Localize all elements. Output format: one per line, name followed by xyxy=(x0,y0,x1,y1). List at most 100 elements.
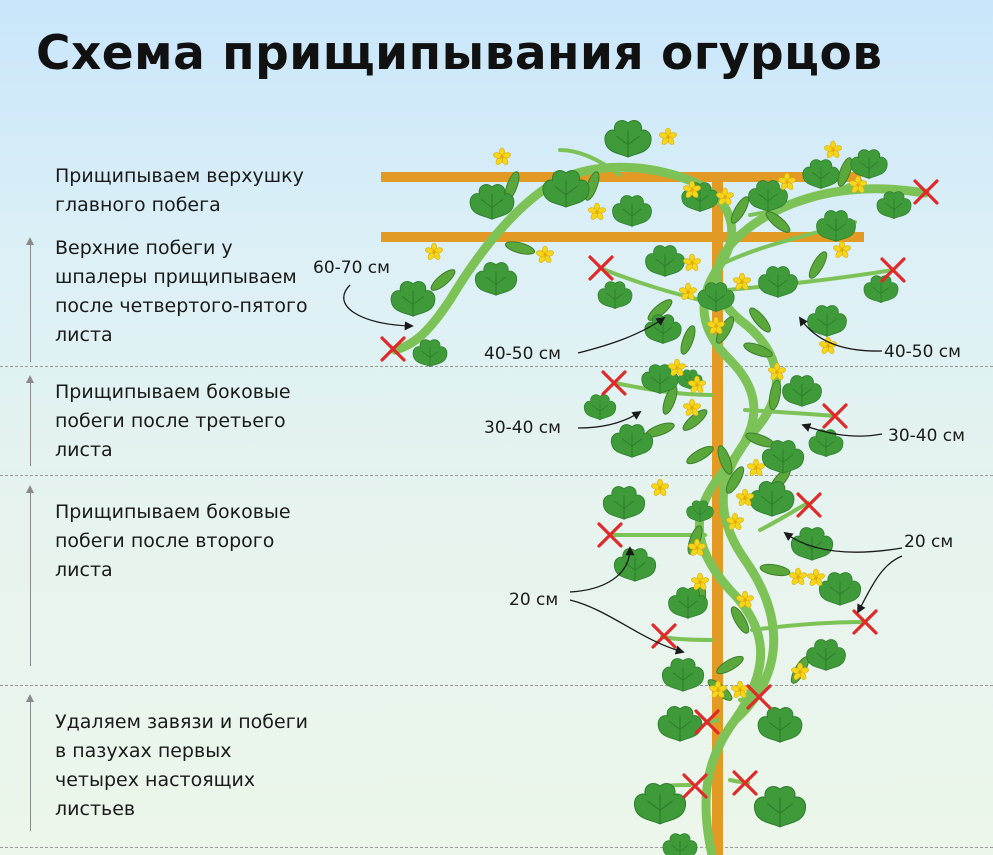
leaf-vein xyxy=(817,437,835,457)
step-line: главного побега xyxy=(55,194,221,216)
leaf-vein xyxy=(616,130,640,158)
callout-arrow-low-right-b xyxy=(857,555,903,614)
flower-icon xyxy=(683,253,701,271)
flower-icon xyxy=(651,478,669,496)
flower-center xyxy=(743,598,747,602)
leaf-icon xyxy=(633,783,687,825)
trellis xyxy=(381,172,864,855)
pinch-cross-icon xyxy=(601,370,627,396)
cucumber-icon xyxy=(686,445,714,465)
pinch-cross-icon xyxy=(880,257,906,283)
leaf-vein xyxy=(668,715,692,742)
leaf-icon xyxy=(661,658,705,692)
leaf-icon xyxy=(597,281,633,309)
leaf-icon xyxy=(390,281,436,317)
leaf-icon xyxy=(818,572,862,606)
flower-center xyxy=(595,210,599,214)
up-arrow-line xyxy=(30,244,31,362)
pinch-cross-icon xyxy=(682,773,708,799)
step-line: листа xyxy=(55,324,113,346)
leaf-vein xyxy=(826,218,846,242)
measure-label-30-40-right: 30-40 см xyxy=(888,426,965,446)
pinch-cross-stroke xyxy=(732,770,758,796)
leaf-vein xyxy=(671,841,689,855)
leaf-icon xyxy=(583,394,617,421)
leaf-vein xyxy=(767,797,793,827)
flower-center xyxy=(738,688,742,692)
measure-label-40-50-left: 40-50 см xyxy=(484,344,561,364)
pinch-cross-stroke xyxy=(880,257,906,283)
section-divider xyxy=(0,685,993,686)
step-line: шпалеры прищипываем xyxy=(55,266,297,288)
section-divider xyxy=(0,366,993,367)
up-arrow-line xyxy=(30,492,31,666)
leaf-icon xyxy=(686,500,714,523)
step-line: в пазухах первых xyxy=(55,740,232,762)
leaf-vein xyxy=(653,322,673,344)
flower-icon xyxy=(493,147,511,165)
flower-icon xyxy=(688,375,706,393)
pinch-cross-icon xyxy=(732,770,758,796)
leaf-vein xyxy=(554,180,578,208)
leaf-vein xyxy=(885,199,903,219)
flower-center xyxy=(658,486,662,490)
cucumber-icon xyxy=(680,325,696,355)
leaf-icon xyxy=(662,833,698,855)
cucumber-icon xyxy=(717,445,733,475)
flower-icon xyxy=(849,175,867,193)
leaf-icon xyxy=(613,548,657,582)
leaf-vein xyxy=(480,193,504,220)
pinch-cross-icon xyxy=(588,255,614,281)
step-line: Верхние побеги у xyxy=(55,237,233,259)
step-line: Прищипываем боковые xyxy=(55,501,291,523)
flower-icon xyxy=(659,127,677,145)
flower-icon xyxy=(789,567,807,585)
step-line: Удаляем завязи и побеги xyxy=(55,711,309,733)
leaf-icon xyxy=(644,314,682,344)
flower-icon xyxy=(819,336,837,354)
step-line: листа xyxy=(55,559,113,581)
leaf-vein xyxy=(816,647,836,671)
flower-center xyxy=(698,580,702,584)
flower-icon xyxy=(833,240,851,258)
flower-icon xyxy=(736,488,754,506)
cucumber-icon xyxy=(759,563,791,577)
callout-arrow-upper-left xyxy=(577,316,666,354)
leaf-vein xyxy=(678,595,698,619)
leaf-icon xyxy=(876,191,912,219)
trellis-top-bar xyxy=(381,172,861,182)
callout-arrow-top-left xyxy=(343,284,414,331)
pinch-cross-icon xyxy=(796,492,822,518)
leaf-vein xyxy=(401,290,425,317)
leaves xyxy=(390,120,912,855)
leaf-vein xyxy=(811,167,831,189)
flower-center xyxy=(690,406,694,410)
pinch-cross-icon xyxy=(651,623,677,649)
pinch-cross-stroke xyxy=(597,522,623,548)
leaf-vein xyxy=(613,495,635,520)
step-line: побеги после третьего xyxy=(55,410,286,432)
step-line: Прищипываем верхушку xyxy=(55,165,304,187)
leaf-icon xyxy=(790,527,834,561)
step-line: побеги после второго xyxy=(55,530,275,552)
trellis-second-bar xyxy=(381,232,864,242)
pinch-cross-icon xyxy=(380,336,406,362)
flower-center xyxy=(743,496,747,500)
pinch-cross-stroke xyxy=(380,336,406,362)
leaf-icon xyxy=(806,639,846,671)
flower-center xyxy=(500,155,504,159)
pinch-cross-stroke xyxy=(822,403,848,429)
leaf-icon xyxy=(668,587,708,619)
flower-icon xyxy=(778,172,796,190)
pinch-cross-stroke xyxy=(694,709,720,735)
leaf-icon xyxy=(816,210,856,242)
leaf-vein xyxy=(872,283,890,303)
flower-center xyxy=(840,248,844,252)
flower-center xyxy=(775,370,779,374)
leaf-vein xyxy=(817,313,837,337)
flower-center xyxy=(716,688,720,692)
cucumber-icon xyxy=(749,307,771,333)
flower-center xyxy=(432,250,436,254)
step-side-third-leaf: Прищипываем боковые побеги после третьег… xyxy=(55,378,291,465)
flower-center xyxy=(714,324,718,328)
